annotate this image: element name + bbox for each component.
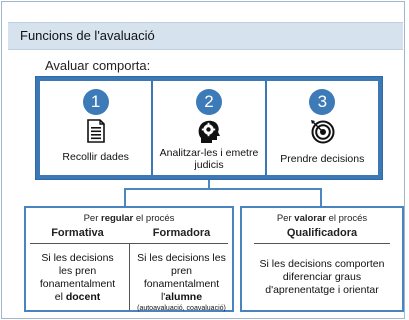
step-number-badge: 3 <box>309 89 336 115</box>
step-label: Recollir dades <box>62 151 129 163</box>
step-label: Prendre decisions <box>280 153 365 165</box>
qualificadora-title: Qualificadora <box>286 227 358 239</box>
step-label-line1: Analitzar-les i emetre <box>159 147 259 159</box>
connector-right <box>320 188 322 206</box>
qualificadora-description: Si les decisions comporten diferenciar g… <box>259 258 385 296</box>
step-number-badge: 1 <box>82 89 109 115</box>
steps-row: 1 Recollir dades 2 Analitza <box>40 81 378 175</box>
head-gear-icon <box>198 120 220 143</box>
panel-header: Per regular el procés <box>83 213 175 224</box>
title-bar: Funcions de l'avaluació <box>8 22 403 50</box>
step-number-badge: 2 <box>195 89 222 115</box>
document-icon <box>86 119 105 143</box>
connector-bar <box>124 188 322 190</box>
step-3: 3 Prendre decisions <box>267 81 378 175</box>
intro-text: Avaluar comporta: <box>45 58 151 73</box>
page-title: Funcions de l'avaluació <box>20 28 155 43</box>
regulate-panel: Per regular el procés Formativa Formador… <box>24 206 234 312</box>
formadora-description: Si les decisions les pren fonamentalment… <box>137 252 226 312</box>
formative-title: Formativa <box>51 227 104 239</box>
steps-box: 1 Recollir dades 2 Analitza <box>35 76 383 180</box>
step-label-line2: judicis <box>194 159 224 171</box>
step-1: 1 Recollir dades <box>40 81 154 175</box>
formative-description: Si les decisions les pren fonamentalment… <box>39 252 116 303</box>
step-2: 2 Analitzar-les i emetre judicis <box>153 81 267 175</box>
connector-left <box>124 188 126 206</box>
assess-panel: Per valorar el procés Qualificadora Si l… <box>240 206 404 312</box>
formadora-title: Formadora <box>152 227 211 239</box>
target-icon <box>311 120 335 144</box>
column-divider <box>129 243 130 310</box>
panel-header: Per valorar el procés <box>276 213 368 224</box>
connector-stem <box>208 180 210 189</box>
divider <box>254 243 390 244</box>
